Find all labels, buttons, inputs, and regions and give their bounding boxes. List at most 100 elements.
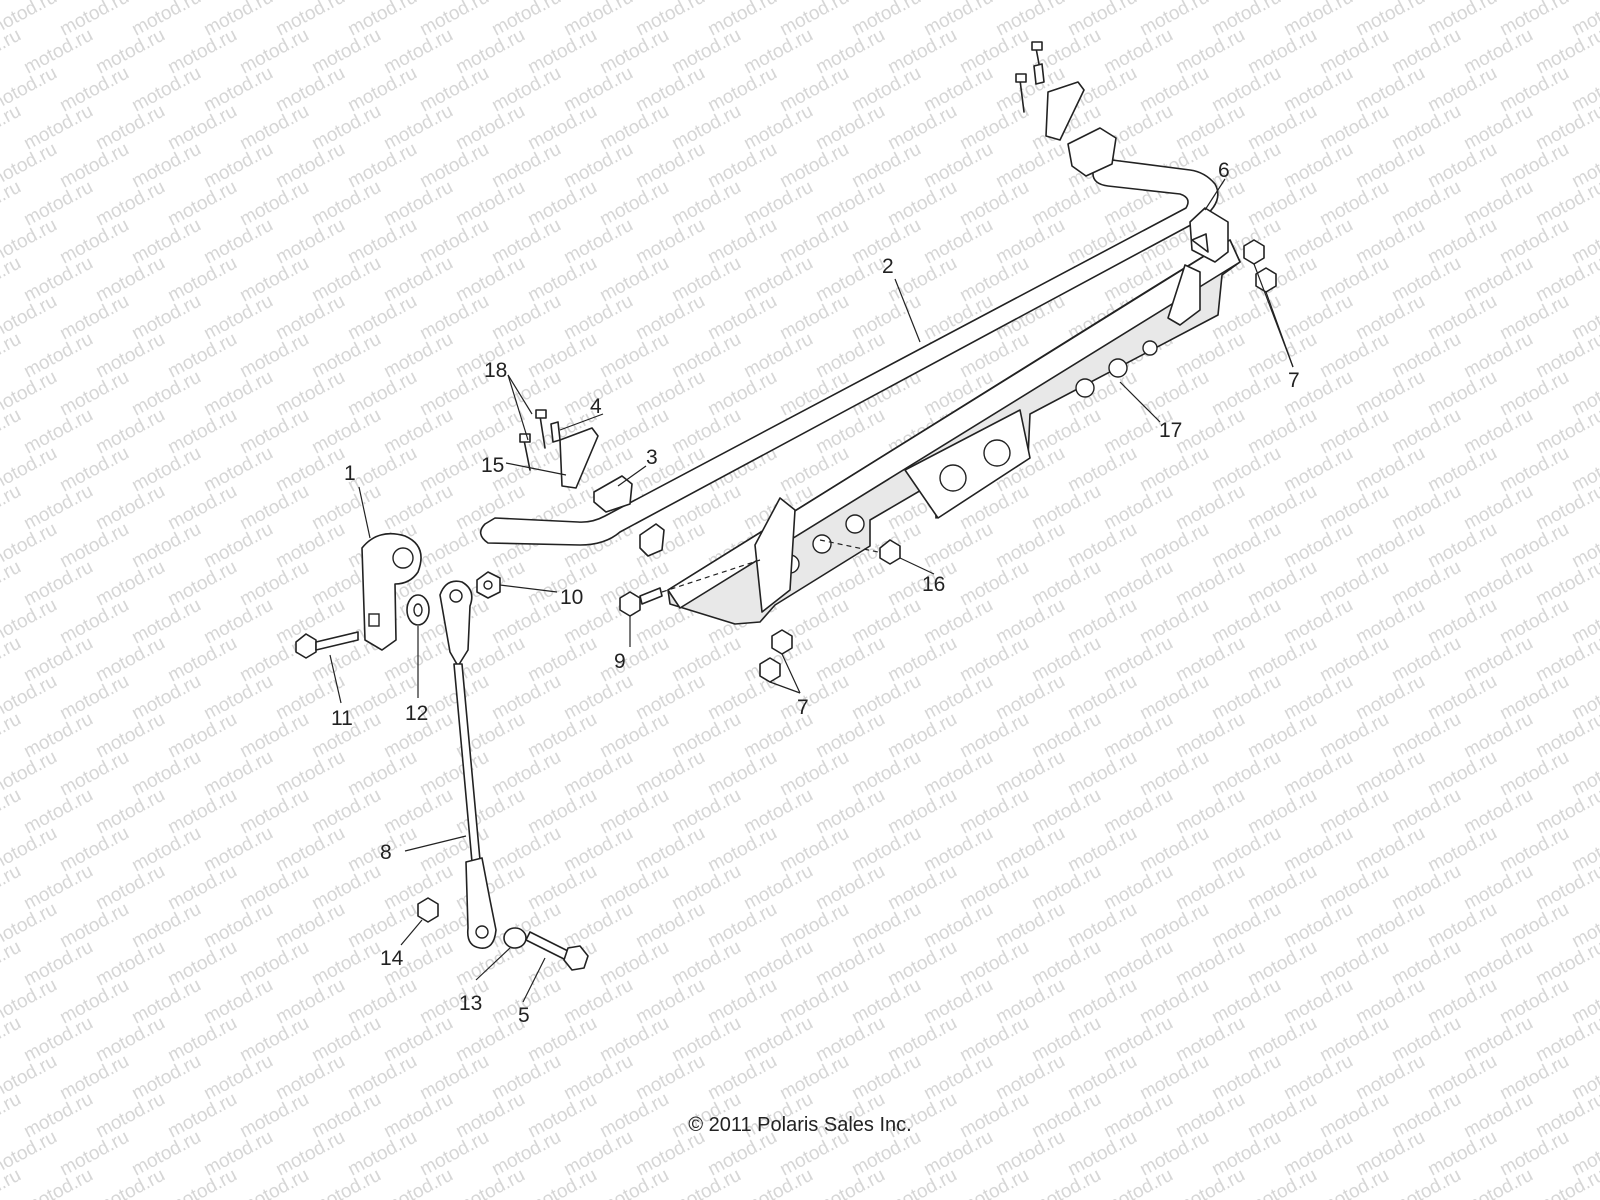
- watermark-text: motod.ru: [20, 25, 96, 79]
- watermark-text: motod.ru: [884, 633, 960, 687]
- watermark-text: motod.ru: [272, 139, 348, 193]
- watermark-text: motod.ru: [488, 63, 564, 117]
- watermark-text: motod.ru: [956, 177, 1032, 231]
- watermark-text: motod.ru: [1244, 405, 1320, 459]
- watermark-text: motod.ru: [164, 481, 240, 535]
- watermark-text: motod.ru: [1352, 823, 1428, 877]
- watermark-text: motod.ru: [740, 177, 816, 231]
- watermark-text: motod.ru: [1280, 671, 1356, 725]
- watermark-text: motod.ru: [1244, 861, 1320, 915]
- watermark-text: motod.ru: [1316, 937, 1392, 991]
- watermark-text: motod.ru: [0, 481, 25, 535]
- watermark-text: motod.ru: [1028, 557, 1104, 611]
- watermark-text: motod.ru: [848, 1051, 924, 1105]
- watermark-text: motod.ru: [344, 215, 420, 269]
- watermark-text: motod.ru: [1352, 899, 1428, 953]
- watermark-text: motod.ru: [308, 177, 384, 231]
- watermark-text: motod.ru: [992, 899, 1068, 953]
- bolt-9: [619, 587, 663, 617]
- watermark-text: motod.ru: [1100, 25, 1176, 79]
- watermark-text: motod.ru: [524, 785, 600, 839]
- watermark-text: motod.ru: [20, 1013, 96, 1067]
- watermark-text: motod.ru: [596, 709, 672, 763]
- watermark-text: motod.ru: [0, 937, 25, 991]
- watermark-text: motod.ru: [1244, 937, 1320, 991]
- callout-8: 8: [380, 841, 392, 864]
- nut-14: [417, 897, 439, 923]
- watermark-text: motod.ru: [344, 747, 420, 801]
- watermark-text: motod.ru: [1388, 633, 1464, 687]
- watermark-text: motod.ru: [668, 709, 744, 763]
- watermark-text: motod.ru: [452, 253, 528, 307]
- callout-7-lower: 7: [797, 696, 809, 719]
- watermark-text: motod.ru: [1280, 1051, 1356, 1105]
- watermark-text: motod.ru: [560, 63, 636, 117]
- watermark-text: motod.ru: [56, 215, 132, 269]
- watermark-text: motod.ru: [272, 367, 348, 421]
- watermark-text: motod.ru: [128, 215, 204, 269]
- watermark-text: motod.ru: [1496, 823, 1572, 877]
- watermark-text: motod.ru: [380, 101, 456, 155]
- nuts-7-lower: [759, 629, 793, 683]
- spacer-13: [503, 927, 527, 949]
- watermark-text: motod.ru: [1424, 291, 1500, 345]
- watermark-text: motod.ru: [668, 1013, 744, 1067]
- callout-7-right: 7: [1288, 369, 1300, 392]
- watermark-text: motod.ru: [1388, 101, 1464, 155]
- watermark-text: motod.ru: [704, 899, 780, 953]
- watermark-text: motod.ru: [704, 291, 780, 345]
- watermark-text: motod.ru: [0, 1165, 25, 1200]
- watermark-text: motod.ru: [812, 937, 888, 991]
- watermark-text: motod.ru: [776, 823, 852, 877]
- watermark-text: motod.ru: [1424, 595, 1500, 649]
- watermark-text: motod.ru: [1028, 785, 1104, 839]
- watermark-text: motod.ru: [668, 253, 744, 307]
- watermark-text: motod.ru: [200, 519, 276, 573]
- watermark-text: motod.ru: [812, 101, 888, 155]
- watermark-text: motod.ru: [992, 975, 1068, 1029]
- watermark-text: motod.ru: [308, 101, 384, 155]
- watermark-text: motod.ru: [164, 633, 240, 687]
- watermark-text: motod.ru: [1028, 481, 1104, 535]
- watermark-text: motod.ru: [380, 253, 456, 307]
- watermark-text: motod.ru: [1136, 595, 1212, 649]
- watermark-text: motod.ru: [272, 823, 348, 877]
- watermark-text: motod.ru: [1316, 253, 1392, 307]
- watermark-text: motod.ru: [596, 861, 672, 915]
- watermark-text: motod.ru: [1460, 329, 1536, 383]
- watermark-text: motod.ru: [740, 861, 816, 915]
- watermark-text: motod.ru: [1244, 1013, 1320, 1067]
- watermark-text: motod.ru: [1316, 101, 1392, 155]
- watermark-text: motod.ru: [0, 557, 25, 611]
- watermark-text: motod.ru: [1496, 671, 1572, 725]
- watermark-text: motod.ru: [1460, 709, 1536, 763]
- watermark-text: motod.ru: [1064, 747, 1140, 801]
- watermark-text: motod.ru: [812, 253, 888, 307]
- link-rod: [439, 580, 497, 949]
- watermark-text: motod.ru: [632, 671, 708, 725]
- callout-16: 16: [922, 573, 945, 596]
- watermark-text: motod.ru: [524, 633, 600, 687]
- watermark-text: motod.ru: [1424, 1051, 1500, 1105]
- callout-2: 2: [882, 255, 894, 278]
- watermark-text: motod.ru: [236, 329, 312, 383]
- watermark-text: motod.ru: [1388, 253, 1464, 307]
- watermark-text: motod.ru: [848, 595, 924, 649]
- watermark-text: motod.ru: [920, 139, 996, 193]
- watermark-text: motod.ru: [1244, 557, 1320, 611]
- watermark-text: motod.ru: [56, 595, 132, 649]
- watermark-text: motod.ru: [488, 1051, 564, 1105]
- watermark-text: motod.ru: [200, 747, 276, 801]
- watermark-text: motod.ru: [20, 481, 96, 535]
- watermark-text: motod.ru: [1064, 899, 1140, 953]
- watermark-text: motod.ru: [200, 215, 276, 269]
- watermark-text: motod.ru: [200, 443, 276, 497]
- watermark-text: motod.ru: [884, 709, 960, 763]
- watermark-text: motod.ru: [920, 671, 996, 725]
- watermark-text: motod.ru: [236, 25, 312, 79]
- watermark-text: motod.ru: [1352, 747, 1428, 801]
- watermark-text: motod.ru: [200, 1051, 276, 1105]
- watermark-text: motod.ru: [992, 595, 1068, 649]
- watermark-text: motod.ru: [380, 25, 456, 79]
- watermark-text: motod.ru: [20, 101, 96, 155]
